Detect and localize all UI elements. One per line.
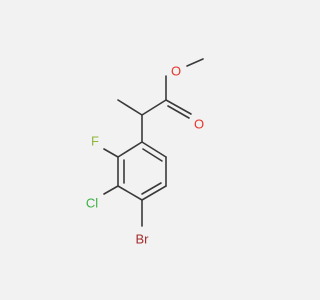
atom-fluorine: F (91, 134, 99, 149)
bond-ring-fluorine (103, 148, 119, 158)
bond-carbonyl-double-a (165, 99, 192, 115)
atom-chlorine: Cl (86, 196, 98, 211)
ring-bond-3 (141, 185, 167, 201)
atom-ester-oxygen: O (171, 64, 181, 79)
atom-carbonyl-oxygen: O (194, 117, 204, 132)
ring-bond-4 (117, 185, 143, 201)
bond-alpha-methyl (117, 99, 143, 116)
bond-carbonyl-alpha (141, 99, 167, 116)
bond-ring-chlorine (103, 185, 119, 195)
molecule-diagram: O O F Cl Br (86, 58, 204, 247)
bond-methyl-o (186, 58, 204, 67)
atom-bromine: Br (136, 232, 150, 247)
ring-bond-1 (141, 141, 167, 158)
ring-bond-1-inner (142, 148, 163, 162)
ring-bond-3-inner (141, 182, 162, 195)
ring-bond-6 (117, 141, 143, 158)
bond-carbonyl-double-b (167, 105, 190, 119)
